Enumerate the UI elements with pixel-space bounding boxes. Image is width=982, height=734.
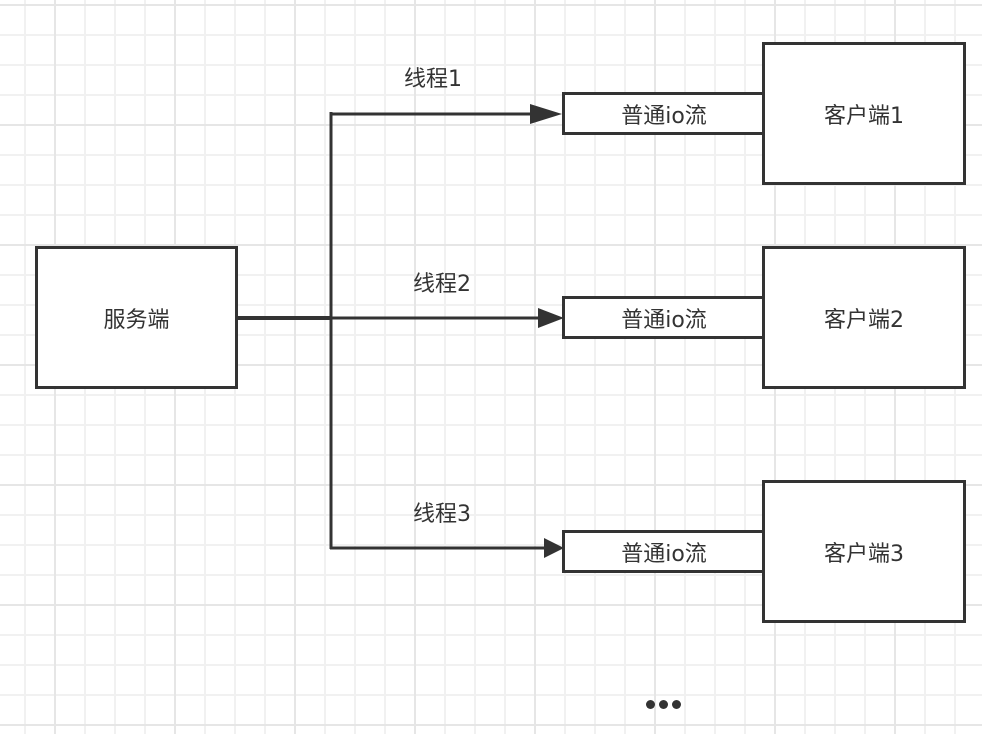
io-stream-3-label: 普通io流 [621, 541, 707, 567]
thread-3-label: 线程3 [413, 502, 471, 527]
client-1-box[interactable]: 客户端1 [762, 42, 966, 185]
ellipsis-dot [659, 700, 668, 709]
io-stream-3-box[interactable]: 普通io流 [562, 530, 766, 573]
thread-2-label: 线程2 [413, 272, 471, 297]
client-3-label: 客户端3 [824, 541, 904, 567]
thread-3-arrowhead [544, 538, 564, 558]
thread-2-arrowhead [538, 308, 564, 328]
io-stream-1-box[interactable]: 普通io流 [562, 92, 766, 135]
io-stream-2-label: 普通io流 [621, 307, 707, 333]
client-2-label: 客户端2 [824, 307, 904, 333]
client-2-box[interactable]: 客户端2 [762, 246, 966, 389]
io-stream-1-label: 普通io流 [621, 103, 707, 129]
ellipsis-dot [672, 700, 681, 709]
io-stream-2-box[interactable]: 普通io流 [562, 296, 766, 339]
ellipsis-icon [646, 700, 681, 709]
client-1-label: 客户端1 [824, 103, 904, 129]
server-label: 服务端 [103, 307, 170, 333]
thread-1-arrowhead [530, 104, 562, 124]
server-box[interactable]: 服务端 [35, 246, 238, 389]
thread-1-label: 线程1 [404, 67, 462, 92]
client-3-box[interactable]: 客户端3 [762, 480, 966, 623]
ellipsis-dot [646, 700, 655, 709]
